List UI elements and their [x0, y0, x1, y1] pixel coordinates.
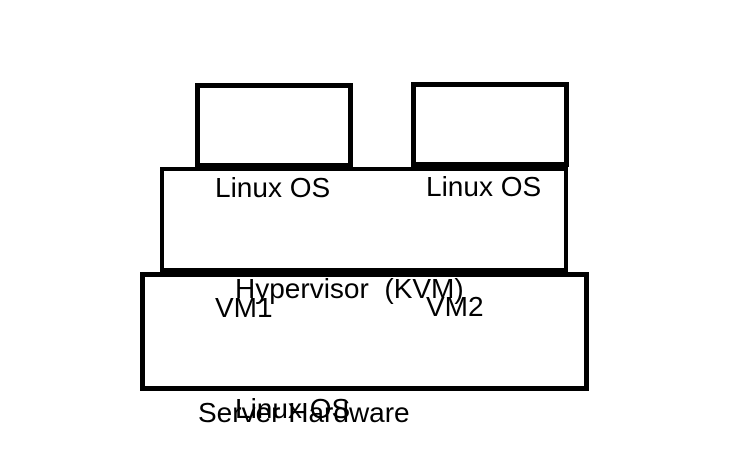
server-hardware-label: Server Hardware [198, 313, 410, 469]
vm2-box [411, 82, 569, 167]
vm2-name-text: VM2 [426, 291, 484, 322]
vm1-name-text: VM1 [215, 292, 273, 323]
vm1-os-text: Linux OS [215, 172, 331, 203]
vm2-os-text: Linux OS [426, 171, 542, 202]
vm1-box [195, 83, 353, 168]
hypervisor-box [160, 167, 568, 272]
server-hardware-box [140, 272, 589, 391]
hypervisor-label: Hypervisor (KVM) Linux OS [235, 189, 464, 469]
vm2-label: Linux OS VM2 [426, 87, 541, 407]
vm1-label: Linux OS VM1 [215, 88, 330, 408]
server-hardware-text: Server Hardware [198, 397, 410, 428]
hypervisor-title-text: Hypervisor (KVM) [235, 273, 464, 304]
hypervisor-os-text: Linux OS [235, 393, 351, 424]
